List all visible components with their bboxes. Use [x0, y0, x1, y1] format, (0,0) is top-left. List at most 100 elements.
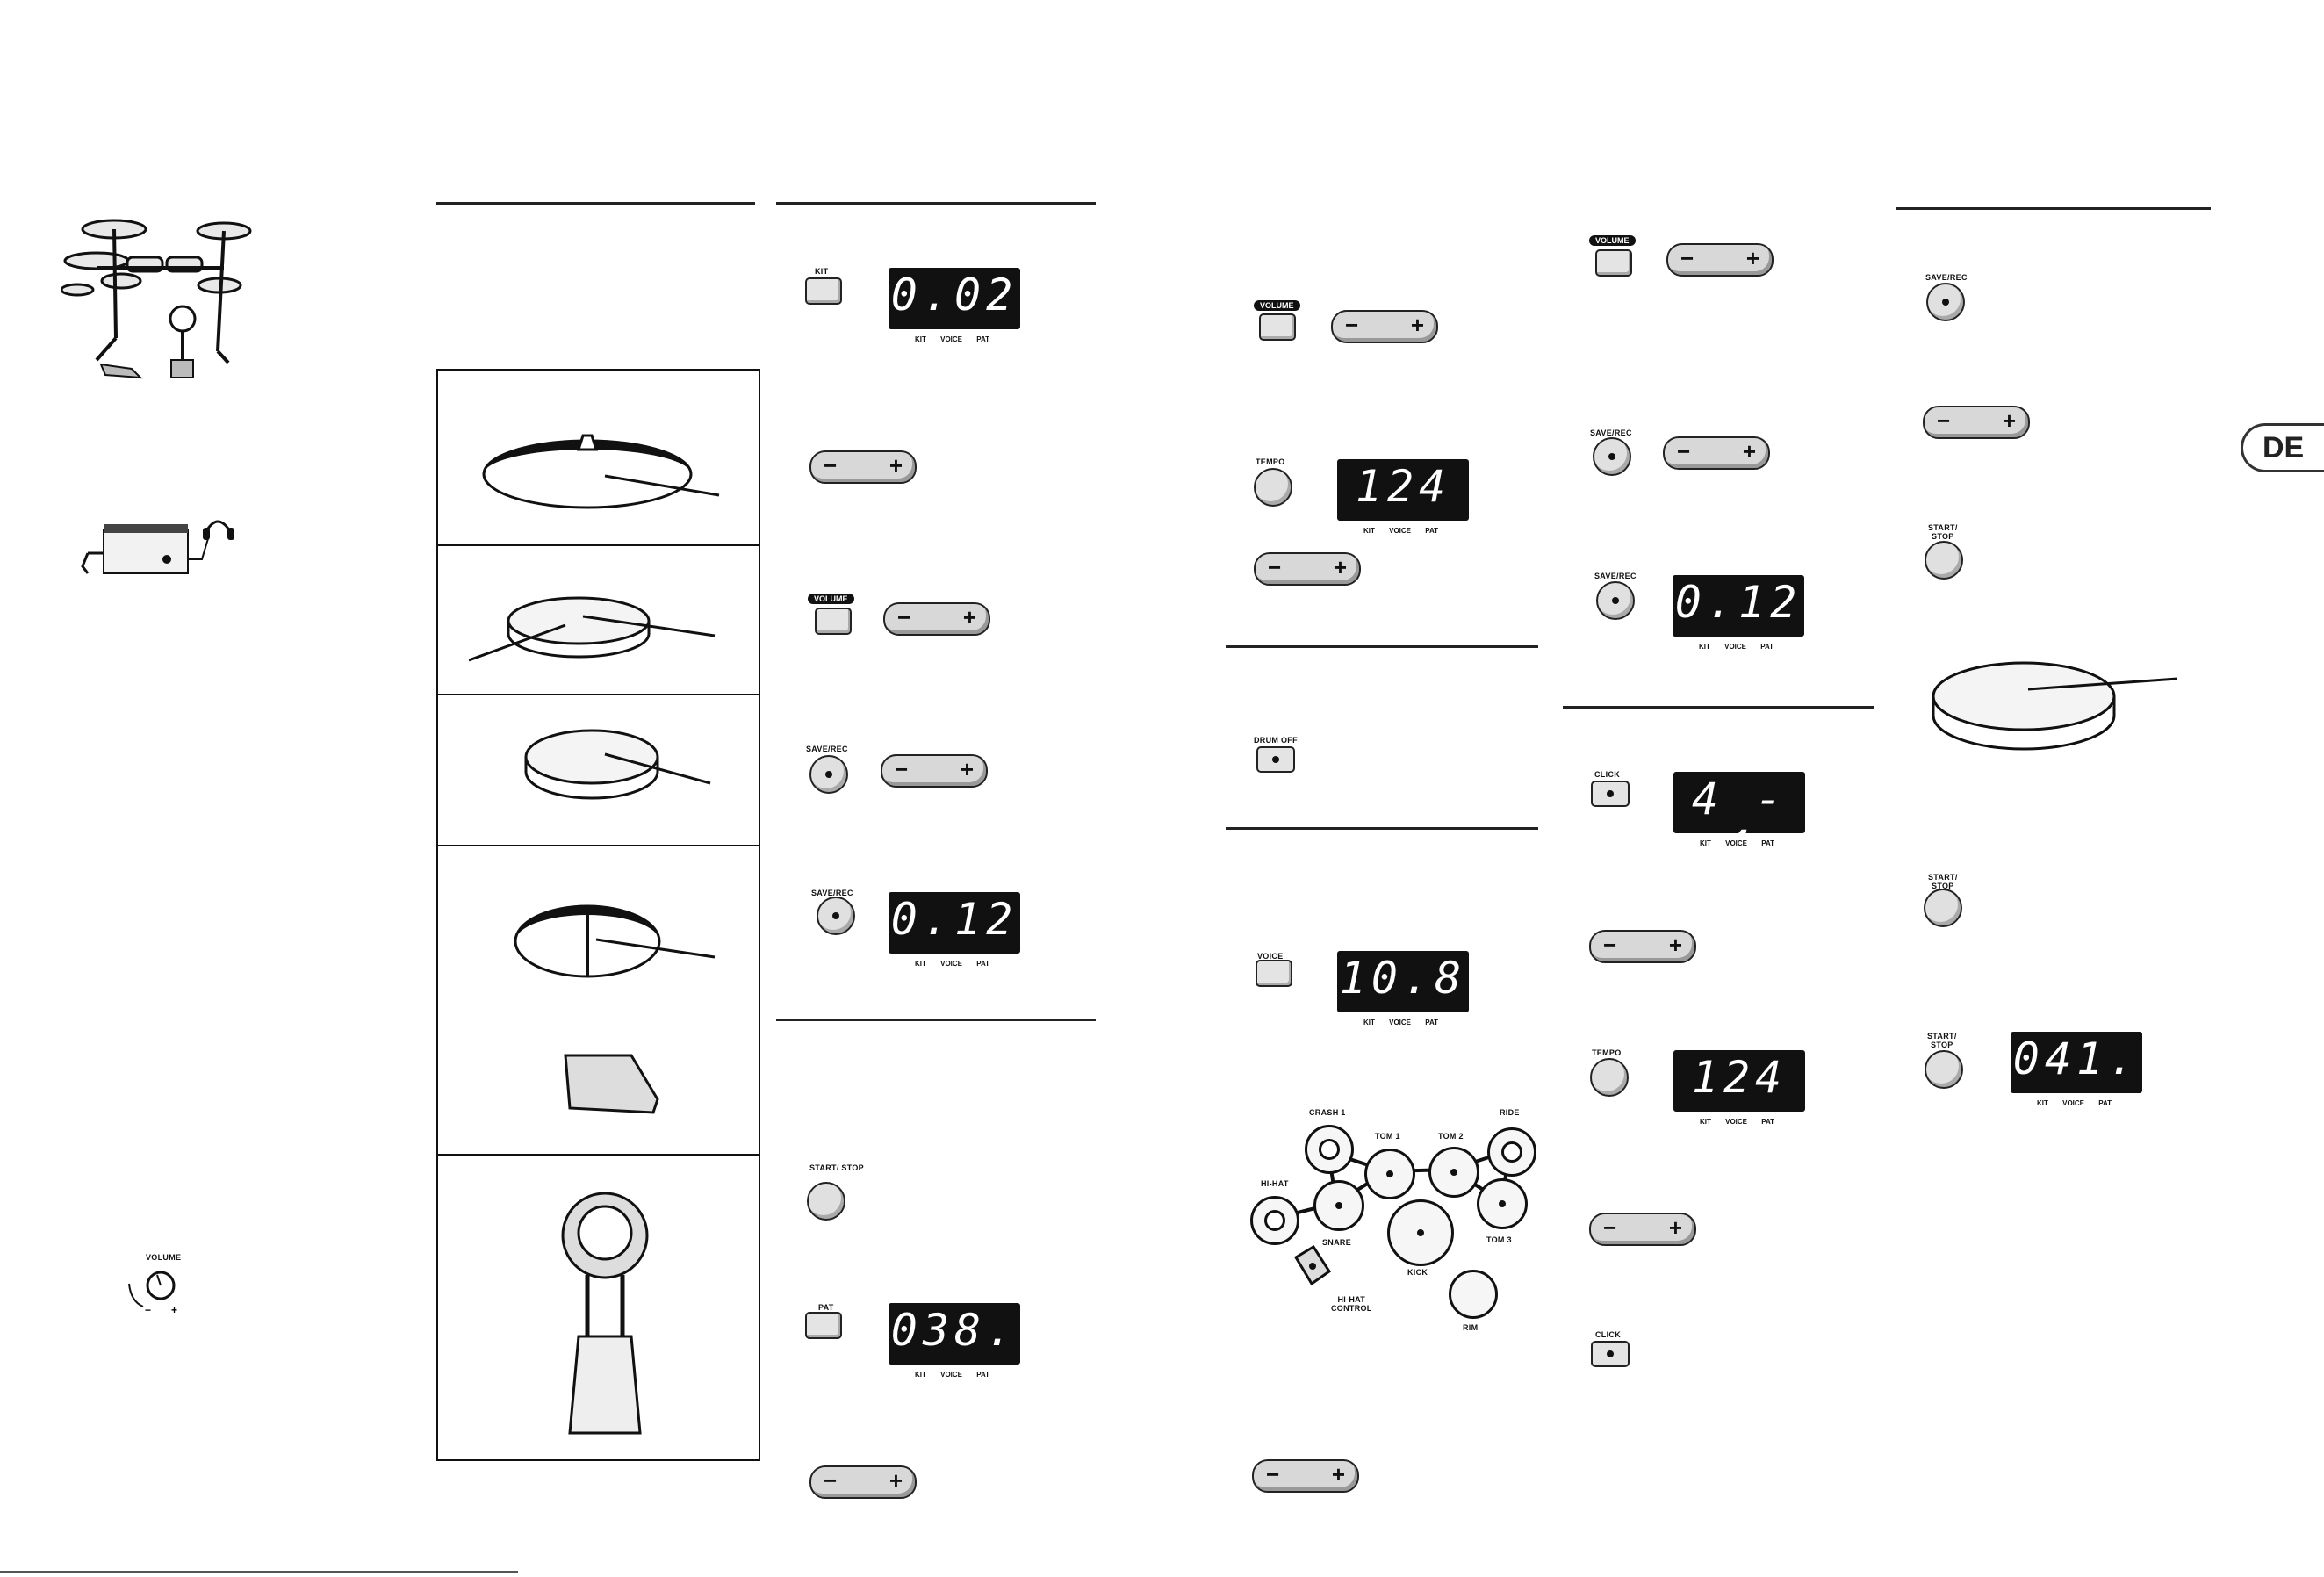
save-rec-button[interactable]: [817, 897, 855, 935]
kit-button[interactable]: [805, 277, 842, 305]
display-caption: KIT VOICE PAT: [1699, 643, 1774, 651]
value-rocker[interactable]: −+: [1666, 243, 1774, 277]
value-rocker[interactable]: −+: [1923, 406, 2030, 439]
drum-off-label: DRUM OFF: [1254, 736, 1298, 745]
plus-icon[interactable]: +: [1333, 554, 1347, 580]
value-rocker[interactable]: −+: [1331, 310, 1438, 343]
tom3-label: TOM 3: [1486, 1235, 1512, 1244]
save-rec-button[interactable]: [1596, 581, 1635, 620]
drum-off-button[interactable]: [1256, 746, 1295, 773]
plus-icon[interactable]: +: [889, 452, 903, 479]
value-rocker[interactable]: −+: [1254, 552, 1361, 586]
save-rec-label: SAVE/REC: [806, 745, 848, 753]
plus-icon[interactable]: +: [1410, 312, 1424, 338]
value-rocker[interactable]: −+: [1589, 930, 1696, 963]
snare-label: SNARE: [1322, 1238, 1352, 1247]
kit-button-label: KIT: [815, 267, 829, 276]
tempo-button[interactable]: [1590, 1058, 1629, 1097]
value-rocker[interactable]: −+: [809, 450, 917, 484]
display-value: 124: [1355, 461, 1451, 512]
volume-button[interactable]: [1595, 249, 1632, 277]
minus-icon[interactable]: −: [895, 756, 909, 782]
minus-icon[interactable]: −: [1603, 932, 1617, 958]
save-rec-button[interactable]: [1926, 283, 1965, 321]
volume-knob-icon[interactable]: − +: [119, 1264, 189, 1317]
display-caption: KIT VOICE PAT: [915, 1371, 990, 1379]
display-caption: KIT VOICE PAT: [2037, 1099, 2112, 1107]
display-caption: KIT VOICE PAT: [1363, 527, 1439, 535]
display-value: 041.: [2012, 1033, 2141, 1084]
save-rec-label: SAVE/REC: [1590, 428, 1632, 437]
display-value: 0.02: [890, 270, 1018, 320]
plus-icon[interactable]: +: [1742, 438, 1756, 464]
voice-button[interactable]: [1256, 960, 1292, 987]
minus-icon[interactable]: −: [1345, 312, 1359, 338]
hihat-control-pedal-icon[interactable]: [1291, 1245, 1335, 1289]
start-stop-button[interactable]: [1924, 889, 1962, 927]
tom2-pad[interactable]: [1428, 1147, 1479, 1198]
cymbal-illustration: [482, 434, 720, 509]
value-rocker[interactable]: −+: [1252, 1459, 1359, 1493]
plus-icon[interactable]: +: [1668, 1214, 1682, 1241]
tom1-pad[interactable]: [1364, 1149, 1415, 1199]
plus-icon[interactable]: +: [2002, 407, 2016, 434]
hihat-illustration: [514, 904, 716, 1114]
click-label: CLICK: [1595, 1330, 1621, 1339]
start-stop-button[interactable]: [807, 1182, 845, 1221]
volume-button[interactable]: [1259, 313, 1296, 341]
pat-button[interactable]: [805, 1312, 842, 1339]
kick-label: KICK: [1407, 1268, 1428, 1277]
tempo-button[interactable]: [1254, 468, 1292, 507]
ride-pad[interactable]: [1487, 1127, 1536, 1177]
save-rec-label: SAVE/REC: [1594, 572, 1637, 580]
click-button[interactable]: [1591, 781, 1630, 807]
tom3-pad[interactable]: [1477, 1178, 1528, 1229]
value-rocker[interactable]: −+: [1589, 1213, 1696, 1246]
minus-icon[interactable]: −: [1266, 1461, 1280, 1487]
start-stop-label: START/ STOP: [1928, 873, 1958, 890]
start-stop-label: START/ STOP: [1928, 523, 1958, 541]
snare-pad[interactable]: [1313, 1180, 1364, 1231]
display-value: 124: [1691, 1052, 1788, 1103]
minus-icon[interactable]: −: [824, 1467, 838, 1494]
minus-icon[interactable]: −: [1603, 1214, 1617, 1241]
save-rec-label: SAVE/REC: [1925, 273, 1968, 282]
plus-icon[interactable]: +: [1331, 1461, 1345, 1487]
kick-pad[interactable]: [1387, 1199, 1454, 1266]
plus-icon[interactable]: +: [960, 756, 974, 782]
svg-text:−: −: [145, 1304, 151, 1316]
plus-icon[interactable]: +: [1668, 932, 1682, 958]
volume-label: VOLUME: [1254, 300, 1300, 311]
start-stop-button[interactable]: [1925, 541, 1963, 580]
minus-icon[interactable]: −: [1268, 554, 1282, 580]
value-rocker[interactable]: −+: [881, 754, 988, 788]
start-stop-label: START/ STOP: [1927, 1032, 1957, 1049]
value-rocker[interactable]: −+: [883, 602, 990, 636]
crash1-pad[interactable]: [1305, 1125, 1354, 1174]
start-stop-label: START/ STOP: [809, 1163, 864, 1172]
rim-pad[interactable]: [1449, 1270, 1498, 1319]
volume-button[interactable]: [815, 608, 852, 635]
click-button[interactable]: [1591, 1341, 1630, 1367]
plus-icon[interactable]: +: [1745, 245, 1759, 271]
drum-module-illustration: [81, 520, 234, 574]
led-display: 0.02 KIT VOICE PAT: [889, 268, 1020, 343]
led-display: 124 KIT VOICE PAT: [1337, 459, 1469, 535]
plus-icon[interactable]: +: [889, 1467, 903, 1494]
led-display-blinking: 0.12 KIT VOICE PAT: [1673, 575, 1804, 651]
minus-icon[interactable]: −: [1937, 407, 1951, 434]
plus-icon[interactable]: +: [962, 604, 976, 630]
save-rec-button[interactable]: [1593, 437, 1631, 476]
hihat-pad[interactable]: [1250, 1196, 1299, 1245]
tempo-label: TEMPO: [1592, 1048, 1622, 1057]
minus-icon[interactable]: −: [897, 604, 911, 630]
start-stop-button[interactable]: [1925, 1050, 1963, 1089]
value-rocker[interactable]: −+: [1663, 436, 1770, 470]
minus-icon[interactable]: −: [1680, 245, 1694, 271]
display-caption: KIT VOICE PAT: [915, 960, 990, 968]
display-value: 4 - 4: [1691, 774, 1788, 872]
minus-icon[interactable]: −: [1677, 438, 1691, 464]
save-rec-button[interactable]: [809, 755, 848, 794]
minus-icon[interactable]: −: [824, 452, 838, 479]
value-rocker[interactable]: −+: [809, 1465, 917, 1499]
